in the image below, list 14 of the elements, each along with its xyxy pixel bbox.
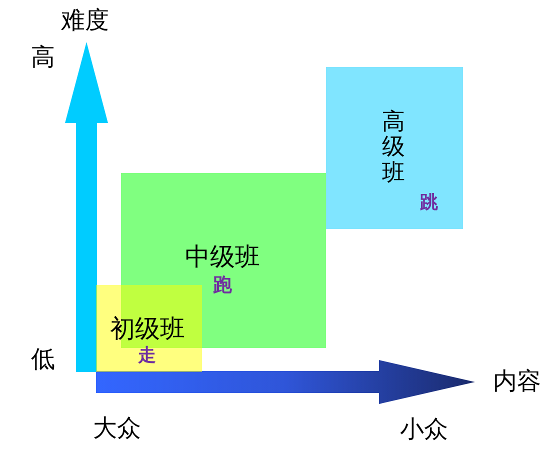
- level-box: [96, 285, 202, 372]
- level-box: [326, 67, 463, 229]
- axis-end-label: 大众: [93, 416, 141, 440]
- axis-end-label: 小众: [400, 417, 448, 441]
- level-name: 中级班: [185, 244, 260, 269]
- action-word: 跑: [213, 276, 232, 295]
- axis-end-label: 高: [31, 45, 55, 69]
- axis-title: 内容: [493, 369, 541, 393]
- level-name: 高级班: [382, 110, 405, 186]
- action-word: 走: [138, 347, 156, 365]
- level-name: 初级班: [110, 316, 185, 341]
- axis-end-label: 低: [31, 347, 55, 371]
- axis-title: 难度: [61, 8, 109, 32]
- action-word: 跳: [420, 194, 438, 212]
